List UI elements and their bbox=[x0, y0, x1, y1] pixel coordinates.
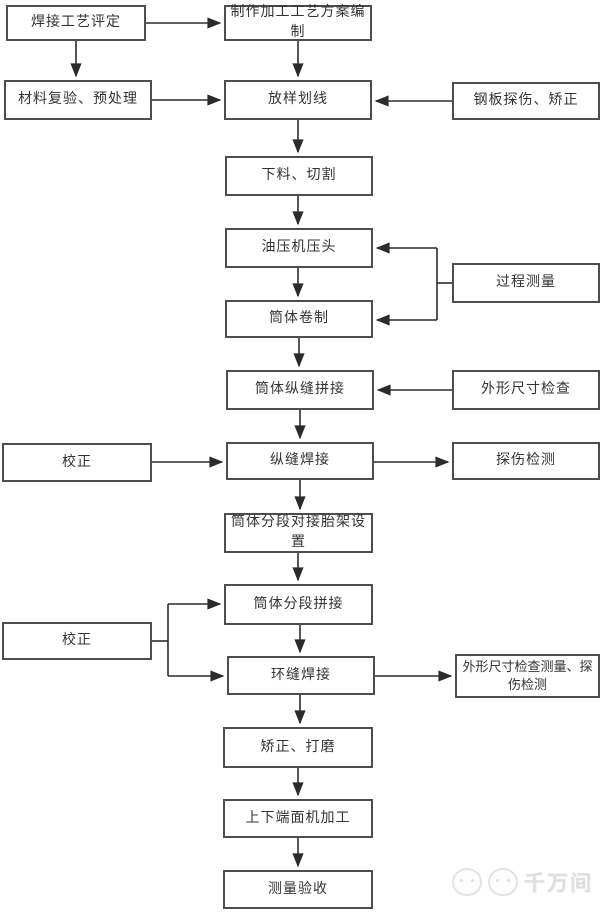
flow-node-end-face-machining: 上下端面机加工 bbox=[223, 799, 373, 838]
flow-node-dimension-and-flaw-check: 外形尺寸检查测量、探伤检测 bbox=[455, 654, 600, 698]
flow-node-circumferential-welding: 环缝焊接 bbox=[227, 656, 375, 695]
flow-node-material-reinspection: 材料复验、预处理 bbox=[4, 80, 152, 120]
flow-node-section-fitting: 筒体分段拼接 bbox=[224, 584, 373, 625]
watermark-mascot-icon bbox=[488, 868, 518, 896]
watermark-text: 千万间 bbox=[524, 871, 593, 895]
flow-node-section-jig-setup: 筒体分段对接胎架设置 bbox=[224, 513, 373, 553]
flow-node-flaw-detection: 探伤检测 bbox=[452, 442, 600, 480]
flow-node-process-measurement: 过程测量 bbox=[452, 263, 600, 303]
flow-node-hydraulic-pressing: 油压机压头 bbox=[225, 228, 373, 268]
flow-node-blanking-cutting: 下料、切割 bbox=[225, 156, 373, 196]
flow-node-straightening-grinding: 矫正、打磨 bbox=[223, 727, 373, 768]
flow-node-longitudinal-seam-welding: 纵缝焊接 bbox=[226, 442, 374, 480]
watermark: 千万间 bbox=[452, 856, 602, 908]
watermark-mascot-icon bbox=[452, 868, 482, 896]
flow-node-shell-rolling: 筒体卷制 bbox=[225, 300, 373, 338]
flow-node-plate-flaw-detection: 钢板探伤、矫正 bbox=[452, 82, 600, 120]
flow-node-weld-process-qualification: 焊接工艺评定 bbox=[6, 5, 146, 41]
flow-node-longitudinal-seam-fitting: 筒体纵缝拼接 bbox=[226, 370, 374, 410]
flow-node-correction-1: 校正 bbox=[2, 443, 152, 482]
flow-node-process-plan-preparation: 制作加工工艺方案编制 bbox=[224, 5, 372, 41]
flow-node-correction-2: 校正 bbox=[2, 622, 152, 660]
flow-node-dimension-inspection: 外形尺寸检查 bbox=[452, 370, 600, 410]
flow-node-lofting-marking: 放样划线 bbox=[224, 80, 372, 120]
flow-node-measurement-acceptance: 测量验收 bbox=[223, 870, 373, 909]
